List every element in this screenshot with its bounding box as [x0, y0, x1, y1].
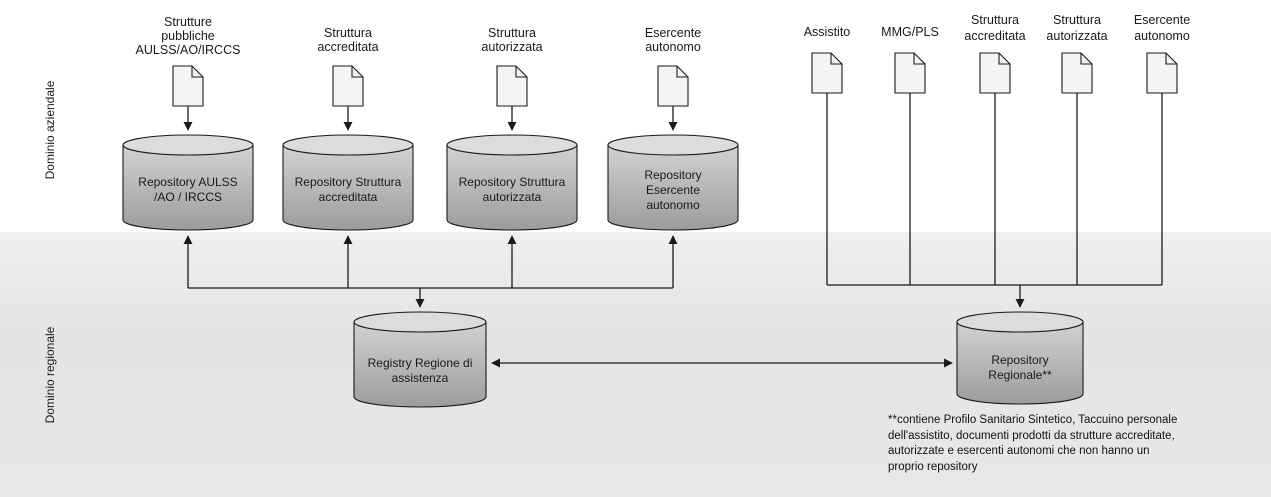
left-source-label-1-line-1: accreditata	[317, 40, 378, 54]
repository-label-3-line-0: Repository	[644, 168, 701, 182]
repository-label-2-line-0: Repository Struttura	[459, 175, 566, 189]
left-source-label-1-line-0: Struttura	[324, 26, 372, 40]
regional-repository-cylinder-top	[956, 311, 1084, 333]
regional-repository-cylinder	[956, 311, 1084, 405]
registry-label-line-0: Registry Regione di	[368, 356, 473, 370]
domain-label-regionale: Dominio regionale	[43, 326, 57, 423]
right-source-label-0-line-0: Assistito	[804, 25, 851, 39]
repository-label-3-line-2: autonomo	[646, 198, 700, 212]
right-source-label-2-line-0: Struttura	[971, 13, 1019, 27]
repository-cylinder-2-body	[446, 145, 578, 231]
document-icon	[657, 65, 689, 107]
regional-repository-label-line-0: Repository	[991, 353, 1048, 367]
repository-cylinder-1-body	[282, 145, 414, 231]
right-source-label-3-line-0: Struttura	[1053, 13, 1101, 27]
right-source-label-4-line-1: autonomo	[1134, 29, 1190, 43]
left-source-label-0-line-0: Strutture	[164, 15, 212, 29]
regional-repository-footnote: **contiene Profilo Sanitario Sintetico, …	[888, 414, 1178, 473]
connector-lines	[183, 93, 1163, 368]
left-source-label-2-line-0: Struttura	[488, 26, 536, 40]
repository-cylinder-3	[607, 134, 739, 231]
registry-cylinder-body	[353, 322, 487, 408]
registry-cylinder	[353, 311, 487, 408]
document-icon	[1061, 52, 1093, 94]
repository-label-3-line-1: Esercente	[646, 183, 700, 197]
document-icon	[496, 65, 528, 107]
repository-label-0-line-0: Repository AULSS	[138, 175, 237, 189]
document-icon	[979, 52, 1011, 94]
repository-cylinder-1-top	[282, 134, 414, 156]
left-source-label-3-line-1: autonomo	[645, 40, 701, 54]
document-icon-fold	[830, 53, 842, 65]
repository-cylinder-0	[122, 134, 254, 231]
repository-cylinder-0-top	[122, 134, 254, 156]
registry-label-line-1: assistenza	[392, 371, 449, 385]
database-group: Repository AULSS/AO / IRCCS Repository St…	[122, 134, 1084, 408]
repository-cylinder-2	[446, 134, 578, 231]
repository-label-0-line-1: /AO / IRCCS	[154, 190, 222, 204]
registry-cylinder-top	[353, 311, 487, 333]
right-source-label-2-line-1: accreditata	[964, 29, 1025, 43]
document-icon-fold	[1080, 53, 1092, 65]
regional-repository-label-line-1: Regionale**	[988, 368, 1052, 382]
repository-label-1-line-1: accreditata	[319, 190, 378, 204]
regional-repository-cylinder-body	[956, 322, 1084, 405]
document-icon-fold	[1165, 53, 1177, 65]
document-icon-fold	[351, 66, 363, 78]
document-icon	[332, 65, 364, 107]
repository-cylinder-3-body	[607, 145, 739, 231]
domain-label-aziendale: Dominio aziendale	[43, 80, 57, 179]
repository-label-2-line-1: autorizzata	[483, 190, 542, 204]
repository-cylinder-0-body	[122, 145, 254, 231]
left-source-label-2-line-1: autorizzata	[481, 40, 542, 54]
document-icon	[811, 52, 843, 94]
document-icon	[1146, 52, 1178, 94]
repository-label-1-line-0: Repository Struttura	[295, 175, 402, 189]
right-source-label-4-line-0: Esercente	[1134, 13, 1190, 27]
repository-cylinder-3-top	[607, 134, 739, 156]
left-source-label-0-line-1: pubbliche	[161, 29, 215, 43]
right-source-label-1-line-0: MMG/PLS	[881, 25, 939, 39]
left-source-label-3-line-0: Esercente	[645, 26, 701, 40]
document-icon-fold	[515, 66, 527, 78]
right-source-group: Assistito MMG/PLS Struttura accreditata Stru…	[804, 13, 1190, 94]
document-icon-fold	[913, 53, 925, 65]
left-source-label-0-line-2: AULSS/AO/IRCCS	[136, 43, 241, 57]
right-source-label-3-line-1: autorizzata	[1046, 29, 1107, 43]
document-icon	[172, 65, 204, 107]
document-icon-fold	[676, 66, 688, 78]
document-icon	[894, 52, 926, 94]
repository-cylinder-2-top	[446, 134, 578, 156]
repository-cylinder-1	[282, 134, 414, 231]
document-icon-fold	[191, 66, 203, 78]
document-icon-fold	[998, 53, 1010, 65]
